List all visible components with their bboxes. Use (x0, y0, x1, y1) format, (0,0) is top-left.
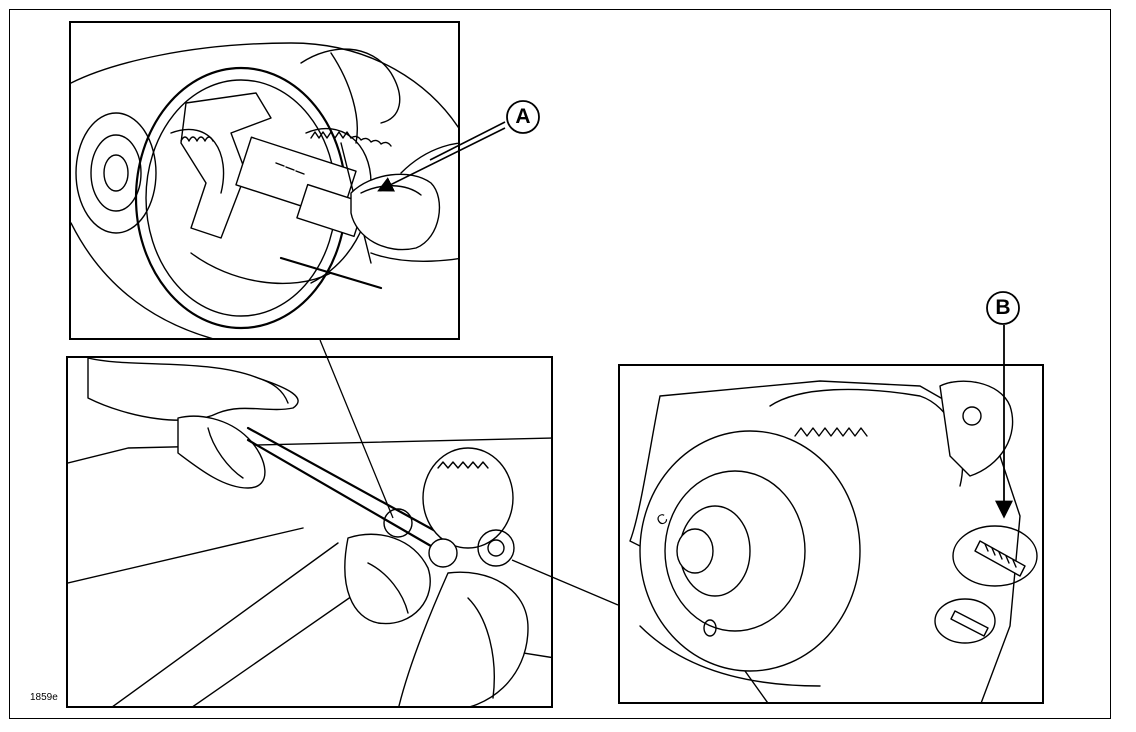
detail-panel-bottom (66, 356, 553, 708)
detail-panel-top (69, 21, 460, 340)
callout-a-label: A (515, 105, 531, 128)
detail-panel-right: C (618, 364, 1044, 704)
stud-lower (934, 598, 996, 644)
upper-spring (180, 136, 214, 142)
hub-studs-drawing: C (629, 380, 1038, 702)
callout-circle-right (477, 529, 515, 567)
lower-hands-drawing (344, 533, 529, 706)
stud-upper (952, 525, 1038, 587)
hub-boss: C (639, 430, 861, 672)
figure-frame (9, 9, 1111, 719)
drum-brake-closeup-drawing (71, 42, 458, 338)
upper-hand-drawing (87, 358, 299, 489)
callout-circle-left (383, 508, 413, 538)
callout-b-label: B (995, 296, 1011, 319)
hands-adjuster-drawing (68, 358, 551, 706)
figure-reference-code: 1859e (30, 692, 58, 703)
